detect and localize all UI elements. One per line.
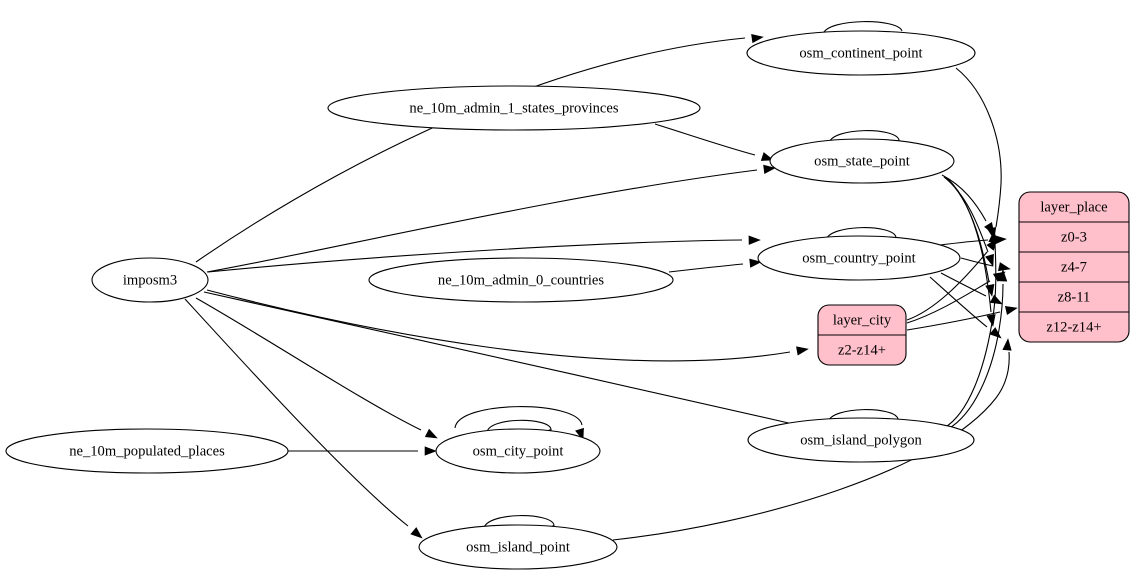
edge-arrowhead	[763, 164, 776, 174]
edge-arrowhead	[989, 294, 1003, 305]
edge-line	[184, 298, 409, 527]
edge-line	[906, 311, 1001, 331]
edge-line	[940, 272, 987, 297]
edge-line	[827, 409, 899, 423]
graph-edge	[955, 67, 1002, 240]
edge-arrowhead	[985, 253, 994, 267]
edge-line	[668, 263, 744, 273]
edge-line	[207, 239, 743, 273]
edge-arrowhead	[749, 258, 762, 268]
edge-line	[203, 291, 794, 425]
graph-edge	[668, 258, 762, 273]
edge-arrowhead	[796, 346, 809, 356]
edge-arrowhead	[748, 235, 761, 245]
node-ellipse[interactable]	[327, 85, 701, 131]
edge-arrowhead	[984, 221, 995, 235]
edge-arrowhead	[1004, 306, 1018, 316]
record-row-layer_city_header[interactable]	[818, 305, 906, 335]
edge-line	[947, 283, 1004, 430]
graph-node-ne_10m_admin_0_countries[interactable]: ne_10m_admin_0_countries	[368, 257, 674, 303]
graph-edge	[288, 446, 437, 456]
edge-arrowhead	[988, 230, 998, 243]
graph-edge	[184, 298, 423, 539]
edge-arrowhead	[985, 284, 995, 297]
graph-edge	[207, 235, 761, 273]
edge-line	[206, 169, 758, 273]
edge-line	[486, 419, 552, 433]
node-ellipse[interactable]	[368, 257, 674, 303]
graph-node-osm_state_point[interactable]: osm_state_point	[769, 138, 955, 184]
node-ellipse[interactable]	[435, 428, 601, 474]
graph-edge	[195, 33, 764, 263]
edge-line	[943, 243, 997, 429]
graph-edge	[206, 289, 809, 362]
edge-line	[206, 289, 791, 362]
graph-node-imposm3[interactable]: imposm3	[91, 257, 209, 303]
record-row-layer_place_z8_11[interactable]	[1019, 282, 1129, 312]
graph-node-osm_country_point[interactable]: osm_country_point	[757, 235, 961, 281]
record-row-layer_place_z12[interactable]	[1019, 312, 1129, 342]
edge-arrowhead	[410, 527, 423, 539]
graph-edge	[906, 306, 1018, 331]
graph-edge	[947, 269, 1008, 430]
edge-arrowhead	[997, 269, 1008, 282]
record-row-layer_city_z2[interactable]	[818, 335, 906, 365]
edge-line	[906, 280, 991, 324]
edge-line	[195, 297, 422, 431]
node-ellipse[interactable]	[746, 30, 976, 76]
node-ellipse[interactable]	[747, 417, 975, 463]
edge-line	[828, 130, 900, 144]
record-row-layer_place_header[interactable]	[1019, 192, 1129, 222]
graph-edge	[941, 174, 995, 235]
edge-line	[929, 276, 988, 328]
edge-line	[955, 67, 1002, 228]
graph-edge	[195, 297, 438, 439]
edge-arrowhead	[424, 428, 438, 439]
edge-line	[822, 21, 903, 35]
graph-edge	[943, 230, 998, 429]
graph-node-osm_island_point[interactable]: osm_island_point	[418, 524, 618, 570]
graph-node-ne_10m_admin_1_states_provinces[interactable]: ne_10m_admin_1_states_provinces	[327, 85, 701, 131]
node-ellipse[interactable]	[418, 524, 618, 570]
node-ellipse[interactable]	[91, 257, 209, 303]
edge-line	[454, 406, 583, 429]
graph-node-osm_island_polygon[interactable]: osm_island_polygon	[747, 417, 975, 463]
edge-arrowhead	[424, 446, 437, 456]
edge-line	[947, 178, 992, 313]
graph-node-ne_10m_populated_places[interactable]: ne_10m_populated_places	[5, 428, 289, 474]
graph-node-osm_continent_point[interactable]: osm_continent_point	[746, 30, 976, 76]
edges-layer	[184, 21, 1018, 541]
edge-line	[195, 37, 746, 263]
node-ellipse[interactable]	[769, 138, 955, 184]
edge-arrowhead	[1002, 338, 1012, 351]
edge-line	[906, 251, 988, 321]
graph-edge	[206, 164, 776, 273]
edge-line	[654, 123, 756, 156]
record-row-layer_place_z4_7[interactable]	[1019, 252, 1129, 282]
node-ellipse[interactable]	[757, 235, 961, 281]
record-outline	[1018, 191, 1130, 343]
graph-edge	[940, 272, 1003, 305]
record-row-layer_place_z0_3[interactable]	[1019, 222, 1129, 252]
edge-line	[939, 239, 989, 246]
nodes-layer: imposm3 ne_10m_admin_1_states_provincesne…	[5, 30, 976, 570]
edge-line	[825, 227, 897, 241]
edge-arrowhead	[997, 262, 1011, 272]
edge-arrowhead	[751, 33, 764, 44]
graph-node-osm_city_point[interactable]: osm_city_point	[435, 428, 601, 474]
graph-edge	[203, 291, 812, 430]
node-ellipse[interactable]	[5, 428, 289, 474]
edge-line	[483, 515, 555, 529]
edge-line	[941, 174, 987, 222]
graph-edge	[654, 123, 774, 161]
